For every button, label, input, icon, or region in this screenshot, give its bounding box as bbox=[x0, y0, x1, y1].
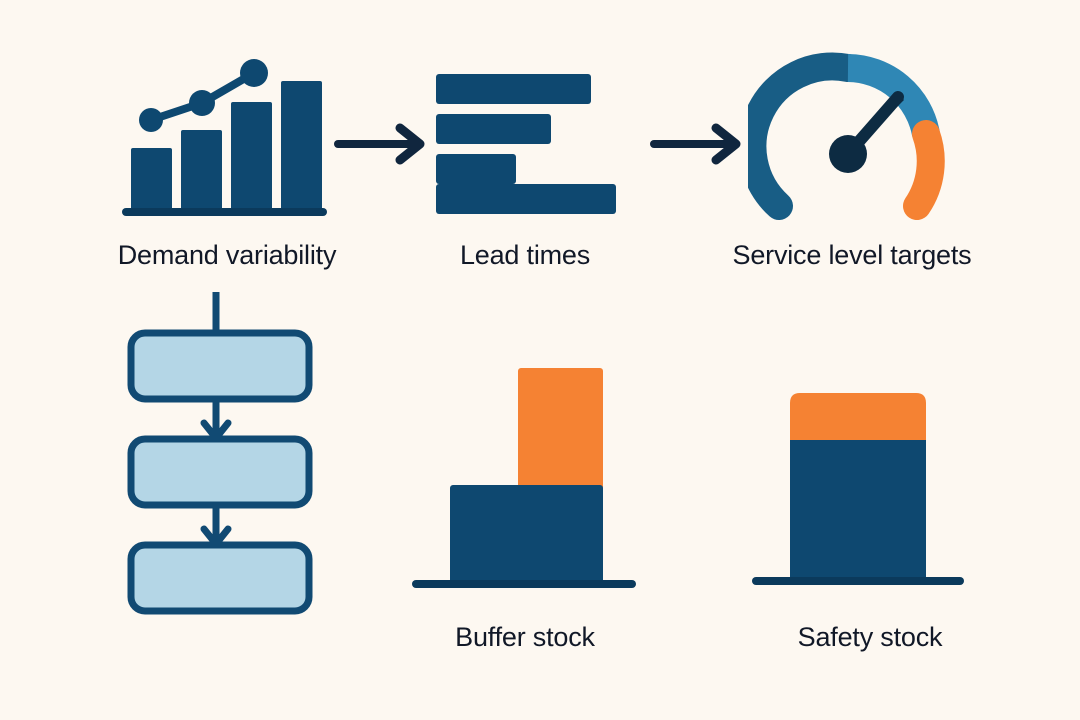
caption-service-level-targets: Service level targets bbox=[732, 240, 972, 270]
caption-demand-variability: Demand variability bbox=[117, 240, 337, 270]
flow-step-1 bbox=[127, 329, 313, 403]
horizontal-bars-icon bbox=[432, 70, 622, 218]
caption-lead-times: Lead times bbox=[459, 240, 591, 270]
stacked-bar-icon bbox=[748, 385, 968, 600]
bar-chart-trend-icon bbox=[118, 55, 328, 225]
caption-buffer-stock: Buffer stock bbox=[455, 622, 595, 652]
flow-step-3 bbox=[127, 541, 313, 615]
arrow-right-icon bbox=[334, 122, 434, 166]
caption-safety-stock: Safety stock bbox=[797, 622, 943, 652]
arrow-right-icon bbox=[650, 122, 750, 166]
flow-step-2 bbox=[127, 435, 313, 509]
flowchart-icon bbox=[120, 288, 335, 622]
gauge-icon bbox=[738, 48, 948, 223]
offset-stacked-bar-icon bbox=[408, 360, 640, 600]
